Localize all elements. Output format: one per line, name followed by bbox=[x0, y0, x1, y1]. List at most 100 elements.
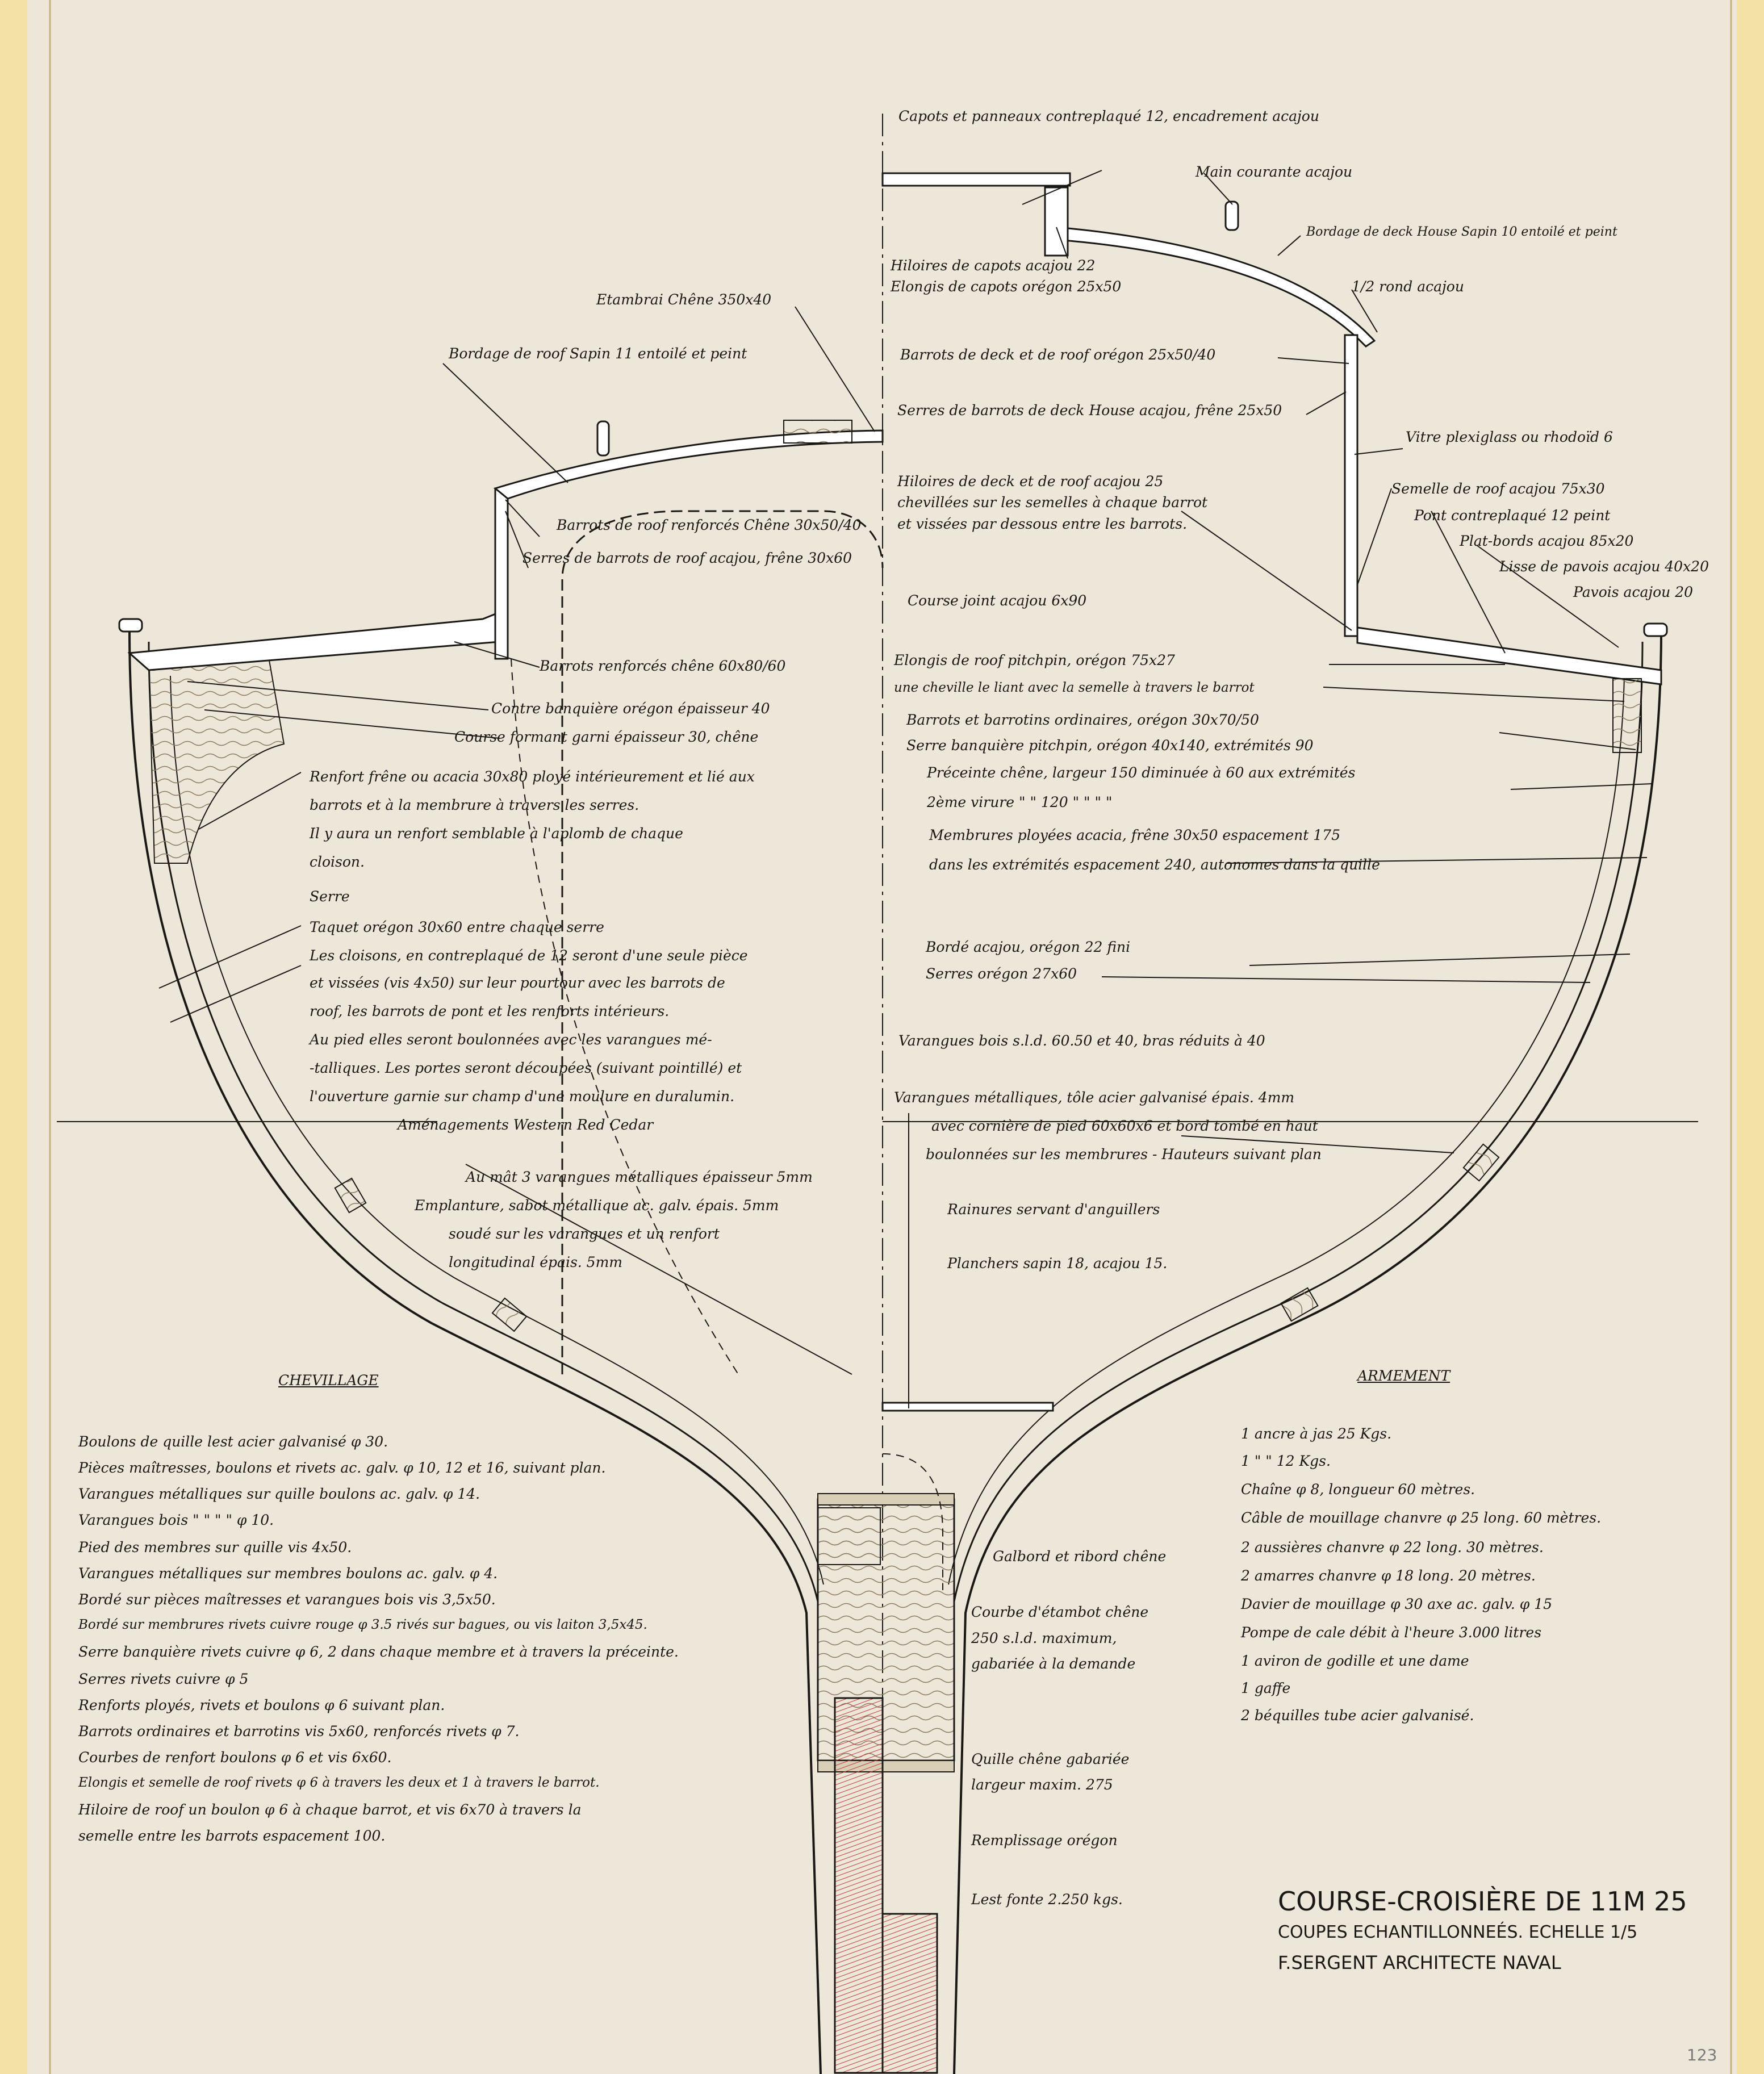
label-wood-floors: Varangues bois s.l.d. 60.50 et 40, bras … bbox=[898, 1032, 1265, 1049]
label-roof-stringers-2: une cheville le liant avec la semelle à … bbox=[894, 680, 1255, 695]
label-serre: Serre bbox=[310, 888, 350, 905]
chevillage-line: Varangues métalliques sur membres boulon… bbox=[78, 1565, 498, 1582]
label-bulkheads-5: -talliques. Les portes seront découpées … bbox=[310, 1060, 742, 1076]
leader-lines-left bbox=[158, 306, 875, 1375]
label-planking: Bordé acajou, orégon 22 fini bbox=[926, 939, 1131, 955]
sheet-number: 123 bbox=[1687, 2046, 1717, 2064]
label-bulwark-rail: Lisse de pavois acajou 40x20 bbox=[1499, 558, 1709, 575]
chevillage-line: semelle entre les barrots espacement 100… bbox=[78, 1828, 386, 1844]
bulwark-rail-left bbox=[118, 618, 143, 633]
leader-lines bbox=[908, 170, 1653, 1408]
chevillage-line: Elongis et semelle de roof rivets φ 6 à … bbox=[78, 1775, 600, 1790]
label-hatch-covers: Capots et panneaux contreplaqué 12, enca… bbox=[898, 108, 1319, 124]
label-seam-batten: Course joint acajou 6x90 bbox=[908, 592, 1087, 609]
armement-heading: ARMEMENT bbox=[1357, 1368, 1451, 1384]
label-mast-step-3: longitudinal épais. 5mm bbox=[449, 1254, 622, 1270]
label-mast-floors: Au mât 3 varangues métalliques épaisseur… bbox=[466, 1169, 813, 1185]
label-lining-strake: Course formant garni épaisseur 30, chêne bbox=[454, 729, 759, 745]
title-line-1: COURSE-CROISIÈRE DE 11M 25 bbox=[1278, 1886, 1687, 1917]
label-limbers: Rainures servant d'anguillers bbox=[947, 1201, 1160, 1218]
hull-frame bbox=[170, 675, 1625, 1585]
label-roof-beams: Barrots de roof renforcés Chêne 30x50/40 bbox=[557, 517, 862, 533]
hatch-cover-right bbox=[881, 172, 1071, 187]
label-bulkheads-3: roof, les barrots de pont et les renfort… bbox=[310, 1003, 670, 1019]
chevillage-line: Hiloire de roof un boulon φ 6 à chaque b… bbox=[78, 1801, 582, 1818]
armement-line: 2 aussières chanvre φ 22 long. 30 mètres… bbox=[1241, 1539, 1544, 1556]
label-deck-beams: Barrots de deck et de roof orégon 25x50/… bbox=[900, 346, 1216, 363]
chevillage-line: Boulons de quille lest acier galvanisé φ… bbox=[78, 1433, 388, 1450]
chevillage-heading: CHEVILLAGE bbox=[278, 1372, 379, 1389]
chevillage-line: Barrots ordinaires et barrotins vis 5x60… bbox=[78, 1723, 520, 1740]
chevillage-line: Courbes de renfort boulons φ 6 et vis 6x… bbox=[78, 1749, 392, 1766]
deck-right bbox=[1356, 626, 1662, 685]
chevillage-line: Varangues bois " " " " φ 10. bbox=[78, 1512, 274, 1528]
chevillage-line: Varangues métalliques sur quille boulons… bbox=[78, 1486, 480, 1502]
label-frames: Membrures ployées acacia, frêne 30x50 es… bbox=[929, 827, 1340, 843]
roof-timber bbox=[783, 420, 852, 444]
label-bulwark: Pavois acajou 20 bbox=[1573, 584, 1694, 600]
label-bulkheads-1: Les cloisons, en contreplaqué de 12 sero… bbox=[310, 947, 748, 964]
armement-line: 1 ancre à jas 25 Kgs. bbox=[1241, 1425, 1392, 1442]
armement-line: Câble de mouillage chanvre φ 25 long. 60… bbox=[1241, 1509, 1602, 1526]
chevillage-line: Pied des membres sur quille vis 4x50. bbox=[78, 1539, 352, 1556]
label-sheer-strake: Préceinte chêne, largeur 150 diminuée à … bbox=[927, 764, 1356, 781]
label-roof-planking: Bordage de roof Sapin 11 entoilé et pein… bbox=[449, 345, 747, 362]
armement-line: 2 amarres chanvre φ 18 long. 20 mètres. bbox=[1241, 1567, 1536, 1584]
label-beams: Barrots et barrotins ordinaires, orégon … bbox=[906, 712, 1259, 728]
topside-timber-right bbox=[1612, 678, 1642, 753]
label-hatch-coamings: Hiloires de capots acajou 22 bbox=[891, 257, 1096, 274]
deckhouse-roof-right bbox=[1055, 226, 1376, 348]
label-roof-stringers: Elongis de roof pitchpin, orégon 75x27 bbox=[894, 652, 1175, 668]
ballast-left bbox=[834, 1697, 884, 2074]
label-window: Vitre plexiglass ou rhodoïd 6 bbox=[1406, 429, 1613, 445]
handrail-left bbox=[596, 420, 610, 457]
label-beam-shelf: Serre banquière pitchpin, orégon 40x140,… bbox=[906, 737, 1314, 754]
label-sternpost-knee: Courbe d'étambot chêne bbox=[971, 1604, 1149, 1620]
topside-timber-left bbox=[148, 646, 285, 864]
label-keel: Quille chêne gabariée bbox=[971, 1751, 1130, 1767]
door-cutout-outline bbox=[561, 510, 884, 1374]
deckhouse-side-right bbox=[1344, 334, 1358, 637]
armement-line: 1 " " 12 Kgs. bbox=[1241, 1453, 1331, 1469]
ballast-right bbox=[881, 1913, 938, 2074]
label-deckhouse-planking: Bordage de deck House Sapin 10 entoilé e… bbox=[1306, 225, 1617, 239]
label-metal-floors-2: avec cornière de pied 60x60x6 et bord to… bbox=[931, 1118, 1318, 1134]
label-second-strake: 2ème virure " " 120 " " " " bbox=[927, 794, 1113, 810]
label-gunwale: Plat-bords acajou 85x20 bbox=[1460, 533, 1634, 549]
label-roof-carling: Etambrai Chêne 350x40 bbox=[596, 291, 772, 308]
label-bulkheads-2: et vissées (vis 4x50) sur leur pourtour … bbox=[310, 975, 725, 991]
chevillage-line: Renforts ployés, rivets et boulons φ 6 s… bbox=[78, 1697, 445, 1713]
label-plywood-deck: Pont contreplaqué 12 peint bbox=[1414, 507, 1611, 524]
label-cleat: Taquet orégon 30x60 entre chaque serre bbox=[310, 919, 604, 935]
label-keel-2: largeur maxim. 275 bbox=[971, 1776, 1113, 1793]
armement-line: Chaîne φ 8, longueur 60 mètres. bbox=[1241, 1481, 1475, 1498]
chevillage-line: Bordé sur membrures rivets cuivre rouge … bbox=[78, 1617, 647, 1632]
label-mast-step-2: soudé sur les varangues et un renfort bbox=[449, 1226, 720, 1242]
chevillage-line: Serres rivets cuivre φ 5 bbox=[78, 1671, 249, 1687]
label-reinforcement-4: cloison. bbox=[310, 854, 365, 870]
label-metal-floors-3: boulonnées sur les membrures - Hauteurs … bbox=[926, 1146, 1322, 1163]
label-counter-shelf: Contre banquière orégon épaisseur 40 bbox=[491, 700, 770, 717]
handrail-right bbox=[1224, 200, 1239, 231]
label-coamings: Hiloires de deck et de roof acajou 25 bbox=[897, 473, 1164, 490]
label-garboard: Galbord et ribord chêne bbox=[993, 1548, 1167, 1565]
label-roof-clamps: Serres de barrots de roof acajou, frêne … bbox=[522, 550, 852, 566]
hatch-coaming-right bbox=[1044, 186, 1069, 257]
keel-plate bbox=[817, 1493, 955, 1506]
label-filler: Remplissage orégon bbox=[971, 1832, 1118, 1849]
deck-left bbox=[127, 611, 501, 671]
label-reinforcement-1: Renfort frêne ou acacia 30x80 ployé inté… bbox=[310, 768, 755, 785]
bulwark-rail-right bbox=[1643, 622, 1668, 637]
label-coamings-2: chevillées sur les semelles à chaque bar… bbox=[897, 494, 1208, 511]
label-stringers: Serres orégon 27x60 bbox=[926, 965, 1077, 982]
chevillage-line: Bordé sur pièces maîtresses et varangues… bbox=[78, 1591, 496, 1608]
chevillage-line: Serre banquière rivets cuivre φ 6, 2 dan… bbox=[78, 1644, 679, 1660]
armement-line: 2 béquilles tube acier galvanisé. bbox=[1241, 1707, 1474, 1724]
frame-curve-keel bbox=[882, 1453, 943, 1590]
label-deckhouse-clamps: Serres de barrots de deck House acajou, … bbox=[897, 402, 1282, 419]
label-reinforced-beams: Barrots renforcés chêne 60x80/60 bbox=[540, 658, 786, 674]
label-hatch-stringers: Elongis de capots orégon 25x50 bbox=[891, 278, 1122, 295]
armement-line: Pompe de cale débit à l'heure 3.000 litr… bbox=[1241, 1624, 1542, 1641]
label-reinforcement-3: Il y aura un renfort semblable à l'aplom… bbox=[310, 825, 683, 842]
